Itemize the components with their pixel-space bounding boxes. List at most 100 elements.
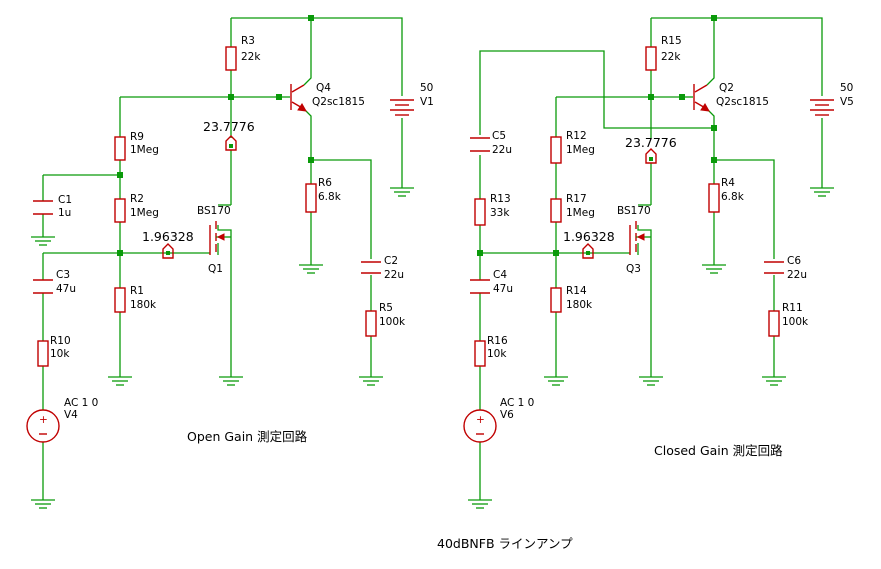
probe-top-voltage: 23.7776 [203, 119, 255, 134]
c2-value: 22u [384, 269, 404, 281]
mosfet-q1 [209, 221, 231, 255]
r11-value: 100k [782, 316, 809, 328]
resistor-r6 [305, 183, 317, 213]
resistor-r13 [474, 198, 486, 226]
r17-label: R17 [566, 193, 587, 205]
q4-label: Q4 [316, 82, 331, 94]
resistor-r17 [550, 198, 562, 223]
r5-value: 100k [379, 316, 406, 328]
resistor-r2 [114, 198, 126, 223]
r10-value: 10k [50, 348, 70, 360]
voltage-probe-gate [162, 243, 174, 259]
r9-label: R9 [130, 131, 144, 143]
voltage-probe-top [225, 135, 237, 151]
r11-label: R11 [782, 302, 803, 314]
r13-value: 33k [490, 207, 510, 219]
c6-label: C6 [787, 255, 801, 267]
resistor-r14 [550, 287, 562, 313]
svg-text:+: + [476, 414, 485, 426]
v1-value: 50 [420, 82, 433, 94]
c1-label: C1 [58, 194, 72, 206]
r15-value: 22k [661, 51, 681, 63]
component-labels: R15 22k Q2 Q2sc1815 50 V5 C5 22u R12 1Me… [487, 35, 854, 458]
v6-label: V6 [500, 409, 514, 421]
closed-gain-caption: Closed Gain 測定回路 [654, 443, 783, 458]
r6-label: R6 [318, 177, 332, 189]
r4-label: R4 [721, 177, 735, 189]
resistor-r12 [550, 136, 562, 164]
q1-type: BS170 [197, 205, 231, 217]
resistor-r15 [645, 46, 657, 71]
r1-label: R1 [130, 285, 144, 297]
r16-label: R16 [487, 335, 508, 347]
capacitor-c4 [470, 279, 490, 294]
wires [42, 17, 403, 500]
ground-symbols [31, 187, 414, 509]
r6-value: 6.8k [318, 191, 342, 203]
c3-label: C3 [56, 269, 70, 281]
resistor-r4 [708, 183, 720, 213]
probe-gate-voltage: 1.96328 [142, 229, 194, 244]
capacitor-c1 [33, 200, 53, 215]
r16-value: 10k [487, 348, 507, 360]
r12-value: 1Meg [566, 144, 595, 156]
r5-label: R5 [379, 302, 393, 314]
c3-value: 47u [56, 283, 76, 295]
r2-value: 1Meg [130, 207, 159, 219]
q2-label: Q2 [719, 82, 734, 94]
c4-label: C4 [493, 269, 507, 281]
v1-label: V1 [420, 96, 434, 108]
r10-label: R10 [50, 335, 71, 347]
v5-value: 50 [840, 82, 853, 94]
ground-symbols [468, 187, 834, 509]
resistor-r3 [225, 46, 237, 71]
r1-value: 180k [130, 299, 157, 311]
open-gain-caption: Open Gain 測定回路 [187, 429, 308, 444]
q3-type: BS170 [617, 205, 651, 217]
c5-label: C5 [492, 130, 506, 142]
r13-label: R13 [490, 193, 511, 205]
resistor-r1 [114, 287, 126, 313]
capacitor-c6 [764, 261, 784, 274]
transistor-q4 [279, 84, 307, 112]
schematic-title: 40dBNFB ラインアンプ [437, 536, 573, 551]
r14-label: R14 [566, 285, 587, 297]
r4-value: 6.8k [721, 191, 745, 203]
capacitor-c5 [470, 137, 490, 152]
component-labels: R3 22k Q4 Q2sc1815 50 V1 R9 1Meg 23.7776… [50, 35, 434, 444]
transistor-q2 [682, 84, 710, 112]
v4-value: AC 1 0 [64, 397, 98, 409]
r3-value: 22k [241, 51, 261, 63]
svg-text:+: + [39, 414, 48, 426]
resistor-r16 [474, 340, 486, 367]
c2-label: C2 [384, 255, 398, 267]
c5-value: 22u [492, 144, 512, 156]
mosfet-q3 [629, 221, 651, 255]
junction-dots [117, 15, 314, 256]
resistor-r5 [365, 310, 377, 337]
v6-value: AC 1 0 [500, 397, 534, 409]
r14-value: 180k [566, 299, 593, 311]
c6-value: 22u [787, 269, 807, 281]
r12-label: R12 [566, 130, 587, 142]
q4-value: Q2sc1815 [312, 96, 365, 108]
v5-label: V5 [840, 96, 854, 108]
q3-label: Q3 [626, 263, 641, 275]
q1-label: Q1 [208, 263, 223, 275]
resistor-r10 [37, 340, 49, 367]
open-gain-circuit: + R3 22k Q4 Q2sc1815 50 [26, 15, 434, 509]
closed-gain-circuit: + R15 22k Q2 Q2sc1815 50 V5 C5 2 [463, 15, 854, 509]
ac-source-v6: + [463, 409, 497, 443]
c1-value: 1u [58, 207, 71, 219]
voltage-probe-top [645, 148, 657, 164]
r3-label: R3 [241, 35, 255, 47]
battery-v5 [810, 99, 834, 116]
ac-source-v4: + [26, 409, 60, 443]
capacitor-c2 [361, 261, 381, 274]
resistor-r9 [114, 136, 126, 161]
r17-value: 1Meg [566, 207, 595, 219]
probe-gate-voltage: 1.96328 [563, 229, 615, 244]
probe-top-voltage: 23.7776 [625, 135, 677, 150]
voltage-probe-gate [582, 243, 594, 259]
